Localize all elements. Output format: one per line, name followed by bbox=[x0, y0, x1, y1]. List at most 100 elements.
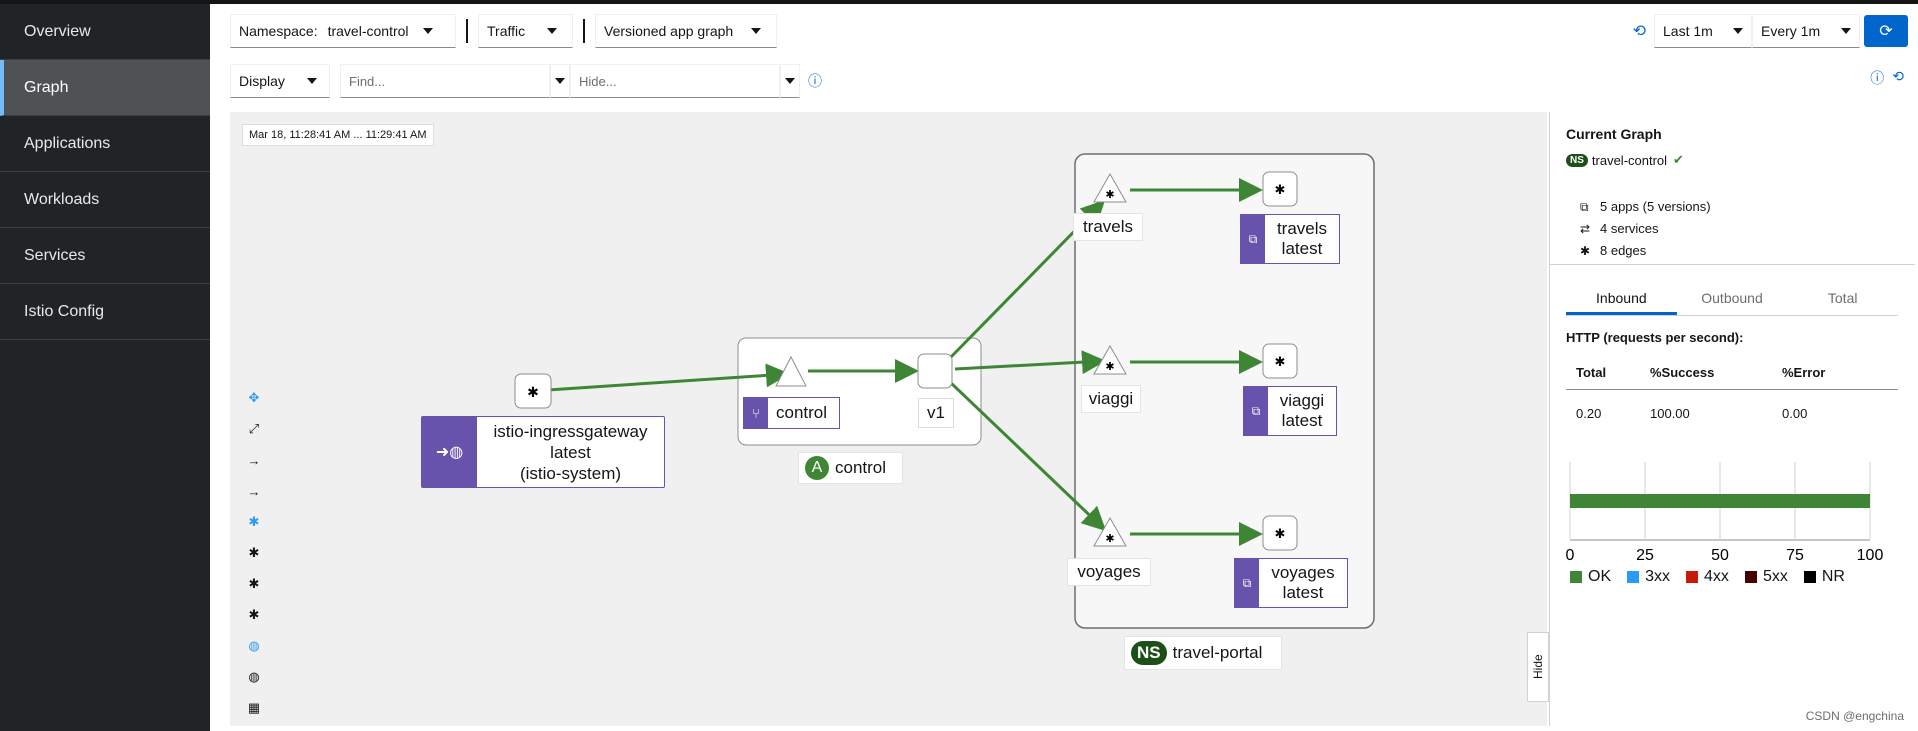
viaggi-service-node[interactable] bbox=[1093, 344, 1127, 375]
traffic-dropdown[interactable]: Traffic bbox=[478, 14, 573, 48]
travels-workload-label[interactable]: ⧉ travels latest bbox=[1240, 214, 1340, 264]
v1-label: v1 bbox=[918, 398, 954, 428]
tab-total[interactable]: Total bbox=[1827, 290, 1858, 306]
travels-service-node[interactable] bbox=[1093, 172, 1127, 203]
graph-canvas[interactable]: Mar 18, 11:28:41 AM ... 11:29:41 AM ✥ ⤢ … bbox=[230, 112, 1547, 726]
gateway-icon: ➜◍ bbox=[422, 417, 477, 487]
edge-ingress-control[interactable] bbox=[547, 363, 790, 392]
traffic-tabs: Inbound Outbound Total bbox=[1566, 284, 1898, 316]
voyages-workload-node[interactable] bbox=[1262, 515, 1298, 551]
hide-history-button[interactable] bbox=[780, 64, 800, 98]
hide-panel-button[interactable]: Hide bbox=[1527, 632, 1549, 702]
col-error: %Error bbox=[1782, 365, 1826, 380]
check-circle-icon: ✔ bbox=[1673, 152, 1684, 167]
ingress-name: istio-ingressgateway bbox=[493, 422, 648, 441]
zoom-in-icon[interactable]: → bbox=[247, 452, 261, 468]
legend-map-icon[interactable]: ▦ bbox=[247, 700, 261, 715]
layout-1-icon[interactable]: ✱ bbox=[248, 545, 260, 560]
graph-timestamp: Mar 18, 11:28:41 AM ... 11:29:41 AM bbox=[242, 124, 434, 146]
legend-label: 3xx bbox=[1645, 568, 1671, 585]
info-icon[interactable]: ⓘ bbox=[808, 73, 822, 89]
layout-default-icon[interactable]: ✱ bbox=[248, 514, 260, 529]
ingress-node[interactable] bbox=[514, 373, 552, 409]
layout-3-icon[interactable]: ✱ bbox=[248, 607, 260, 622]
graph-toolbar: Namespace: travel-control Traffic Versio… bbox=[230, 14, 777, 48]
namespace-value: travel-control bbox=[327, 23, 409, 39]
fit-icon[interactable]: ⤢ bbox=[248, 421, 260, 436]
help-tools: ⓘ ⟲ bbox=[1870, 68, 1904, 88]
graph-tour-icon[interactable]: ⟲ bbox=[1892, 68, 1904, 84]
sidebar-item-services[interactable]: Services bbox=[0, 228, 210, 284]
table-row: 0.20 100.00 0.00 bbox=[1566, 390, 1898, 436]
legend-item: 4xx bbox=[1686, 568, 1729, 586]
viaggi-workload-label[interactable]: ⧉ viaggi latest bbox=[1243, 386, 1337, 436]
find-placeholder: Find... bbox=[349, 73, 386, 89]
v1-node[interactable] bbox=[917, 353, 953, 389]
time-controls: ⟲ Last 1m Every 1m ⟳ bbox=[1633, 14, 1908, 48]
sidebar-item-istio-config[interactable]: Istio Config bbox=[0, 284, 210, 340]
tick-label: 0 bbox=[1566, 547, 1575, 564]
refresh-interval-dropdown[interactable]: Every 1m bbox=[1752, 14, 1860, 48]
legend-label: 4xx bbox=[1704, 568, 1729, 585]
refresh-icon: ⟳ bbox=[1879, 23, 1893, 40]
services-icon: ⇄ bbox=[1580, 222, 1591, 236]
graph-type-dropdown[interactable]: Versioned app graph bbox=[595, 14, 777, 48]
legend-swatch bbox=[1686, 571, 1699, 583]
travel-portal-label: NS travel-portal bbox=[1124, 636, 1282, 670]
legend-item: 3xx bbox=[1627, 568, 1670, 586]
namespace-layout-icon[interactable]: ◍ bbox=[248, 638, 260, 653]
sidebar-item-overview[interactable]: Overview bbox=[0, 4, 210, 60]
travels-wl-name: travels bbox=[1276, 219, 1328, 238]
sidebar-item-workloads[interactable]: Workloads bbox=[0, 172, 210, 228]
display-dropdown[interactable]: Display bbox=[230, 64, 330, 98]
service-node-icon: ✱ bbox=[1105, 533, 1114, 545]
edge-v1-viaggi[interactable] bbox=[954, 350, 1106, 375]
namespace-dropdown[interactable]: Namespace: travel-control bbox=[230, 14, 456, 48]
refresh-button[interactable]: ⟳ bbox=[1864, 15, 1908, 47]
travels-workload-node[interactable] bbox=[1262, 171, 1298, 207]
viaggi-wl-name: viaggi bbox=[1279, 391, 1325, 410]
services-count: 4 services bbox=[1600, 221, 1659, 236]
ingress-version: latest bbox=[550, 443, 591, 462]
viaggi-workload-node[interactable] bbox=[1262, 343, 1298, 379]
control-app-label[interactable]: ⑂ control bbox=[743, 397, 840, 429]
panel-namespace-name[interactable]: travel-control bbox=[1591, 152, 1668, 168]
app-badge: A bbox=[805, 456, 829, 480]
find-input[interactable]: Find... bbox=[340, 64, 550, 98]
tab-outbound[interactable]: Outbound bbox=[1701, 290, 1763, 306]
sidebar-item-graph[interactable]: Graph bbox=[0, 60, 210, 116]
namespace-label: Namespace: bbox=[239, 23, 318, 39]
table-header: Total %Success %Error bbox=[1566, 356, 1898, 390]
legend-swatch bbox=[1627, 571, 1640, 583]
legend-item: OK bbox=[1570, 568, 1611, 586]
control-app-node[interactable] bbox=[775, 355, 807, 387]
legend-item: 5xx bbox=[1744, 568, 1788, 586]
zoom-out-icon[interactable]: → bbox=[247, 483, 261, 499]
find-history-button[interactable] bbox=[550, 64, 570, 98]
pan-icon[interactable]: ✥ bbox=[248, 390, 260, 405]
main-area: Namespace: travel-control Traffic Versio… bbox=[210, 4, 1918, 731]
layout-2-icon[interactable]: ✱ bbox=[248, 576, 260, 591]
ingress-namespace: (istio-system) bbox=[519, 464, 622, 483]
sidebar-item-applications[interactable]: Applications bbox=[0, 116, 210, 172]
hide-input[interactable]: Hide... bbox=[570, 64, 780, 98]
namespace-layout-2-icon[interactable]: ◍ bbox=[248, 669, 260, 684]
ingress-label-box[interactable]: ➜◍ istio-ingressgateway latest (istio-sy… bbox=[421, 416, 665, 488]
service-node-icon: ✱ bbox=[527, 384, 539, 400]
chevron-down-icon bbox=[1733, 28, 1743, 34]
chevron-down-icon bbox=[785, 78, 795, 84]
service-node-icon: ✱ bbox=[1275, 354, 1286, 369]
voyages-workload-label[interactable]: ⧉ voyages latest bbox=[1234, 558, 1348, 608]
voyages-service-node[interactable] bbox=[1093, 516, 1127, 547]
time-range-dropdown[interactable]: Last 1m bbox=[1654, 14, 1752, 48]
edge-v1-voyages[interactable] bbox=[948, 380, 1107, 532]
chevron-down-icon bbox=[555, 78, 565, 84]
tick-label: 75 bbox=[1786, 547, 1804, 564]
history-icon[interactable]: ⟲ bbox=[1632, 23, 1646, 40]
tab-inbound[interactable]: Inbound bbox=[1566, 284, 1677, 315]
ok-bar[interactable] bbox=[1570, 494, 1870, 508]
help-icon[interactable]: ⓘ bbox=[1870, 70, 1885, 86]
refresh-interval-label: Every 1m bbox=[1761, 23, 1821, 39]
travel-portal-namespace-box bbox=[1074, 153, 1375, 629]
